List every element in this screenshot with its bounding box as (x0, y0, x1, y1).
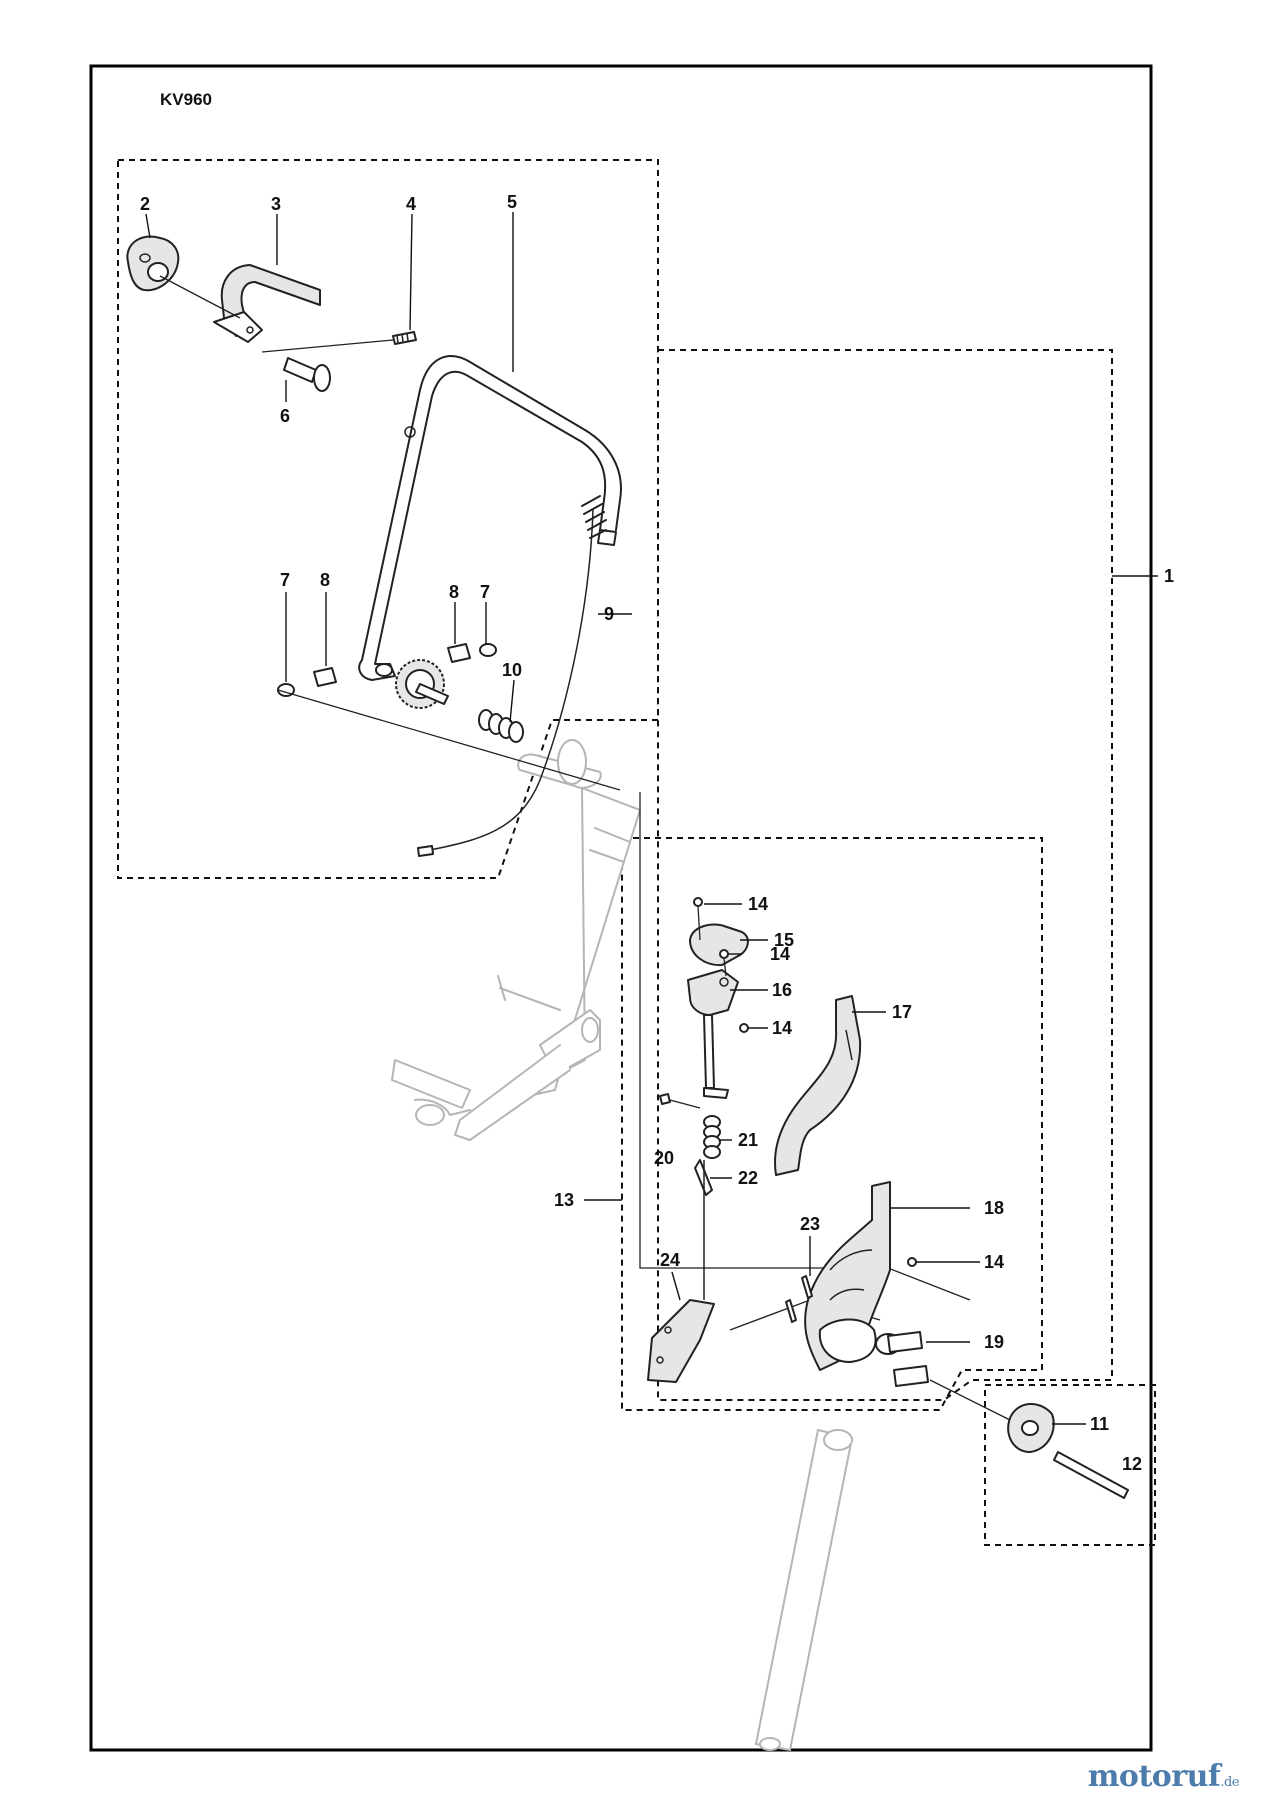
part-19-bolt-lower (893, 1365, 929, 1387)
callout-5: 5 (507, 192, 517, 212)
callout-23: 23 (800, 1214, 820, 1234)
part-4-screw (392, 331, 417, 345)
part-3-lever (213, 264, 321, 343)
callout-8-left: 8 (320, 570, 330, 590)
part-2-housing (126, 235, 180, 292)
part-14-screw-a (693, 897, 703, 907)
part-14-screw-c (739, 1023, 749, 1033)
axis-line-knob (929, 1379, 1011, 1421)
callout-17: 17 (892, 1002, 912, 1022)
callout-11: 11 (1090, 1414, 1109, 1434)
brand-suffix: .de (1220, 1775, 1239, 1790)
callout-3: 3 (271, 194, 281, 214)
part-5-handle-bar (358, 355, 622, 681)
part-14-screw-b (719, 949, 729, 959)
axis-line-housing (159, 275, 241, 319)
leader-10 (509, 679, 515, 723)
callout-14-b: 14 (770, 944, 790, 964)
callout-12: 12 (1122, 1454, 1142, 1474)
page-frame (89, 64, 1153, 1752)
callout-22: 22 (738, 1168, 758, 1188)
callout-7-left: 7 (280, 570, 290, 590)
callout-19: 19 (984, 1332, 1004, 1352)
part-18-depth-plate (804, 1181, 901, 1371)
group-outline-handle (117, 159, 659, 879)
callout-14-a: 14 (748, 894, 768, 914)
part-24-bracket (647, 1299, 715, 1383)
part-14-screw-d (907, 1257, 917, 1267)
part-16-lever-housing (687, 969, 739, 1016)
leader-2 (145, 213, 151, 239)
callout-4: 4 (406, 194, 416, 214)
leader-24 (671, 1271, 681, 1301)
callout-13: 13 (554, 1190, 574, 1210)
callout-14-c: 14 (772, 1018, 792, 1038)
sprocket-assembly (375, 659, 449, 709)
part-21-spring (703, 1115, 721, 1159)
callout-21: 21 (738, 1130, 758, 1150)
leader-4 (409, 213, 413, 331)
part-19-bolt-upper (887, 1331, 923, 1353)
part-23-pin-lower (785, 1299, 797, 1323)
part-22-lever-rod (694, 1014, 729, 1300)
part-11-knob (1007, 1403, 1055, 1453)
callout-18: 18 (984, 1198, 1004, 1218)
callout-24: 24 (660, 1250, 680, 1270)
part-8-bushing-left (313, 667, 337, 687)
part-8-bushing-right (447, 643, 471, 663)
axis-line-pin (261, 339, 394, 353)
model-label: KV960 (160, 90, 212, 109)
group-outline-depth-lever (621, 837, 1043, 1411)
part-10-spring (478, 709, 524, 743)
group-outline-main (657, 349, 1113, 1401)
frame-ghost (391, 739, 641, 1141)
part-6-pin (283, 357, 331, 392)
part-9-cable (417, 495, 607, 857)
axis-line-pin20 (669, 1099, 701, 1109)
callout-9: 9 (604, 604, 614, 624)
callout-15: 15 (774, 930, 794, 950)
callout-6: 6 (280, 406, 290, 426)
callout-2: 2 (140, 194, 150, 214)
brand-name: motoruf (1087, 1759, 1221, 1794)
callout-20: 20 (654, 1148, 674, 1168)
axis-line-screws (697, 905, 727, 977)
part-17-guide (774, 995, 862, 1176)
part-12-bolt (1053, 1451, 1129, 1499)
callout-8-right: 8 (449, 582, 459, 602)
axis-line-shaft (277, 689, 621, 791)
depth-rod (755, 1429, 853, 1751)
part-15-lever-cap (689, 923, 749, 967)
callout-1: 1 (1164, 566, 1174, 586)
axis-line-lever (639, 792, 971, 1301)
brand-logo: motoruf.de (1087, 1759, 1240, 1794)
callout-14-d: 14 (984, 1252, 1004, 1272)
callout-7-right: 7 (480, 582, 490, 602)
callout-16: 16 (772, 980, 792, 1000)
callout-10: 10 (502, 660, 522, 680)
part-23-pin (801, 1275, 813, 1299)
part-20-pin (659, 1093, 671, 1105)
part-7-washer-right (479, 643, 497, 657)
